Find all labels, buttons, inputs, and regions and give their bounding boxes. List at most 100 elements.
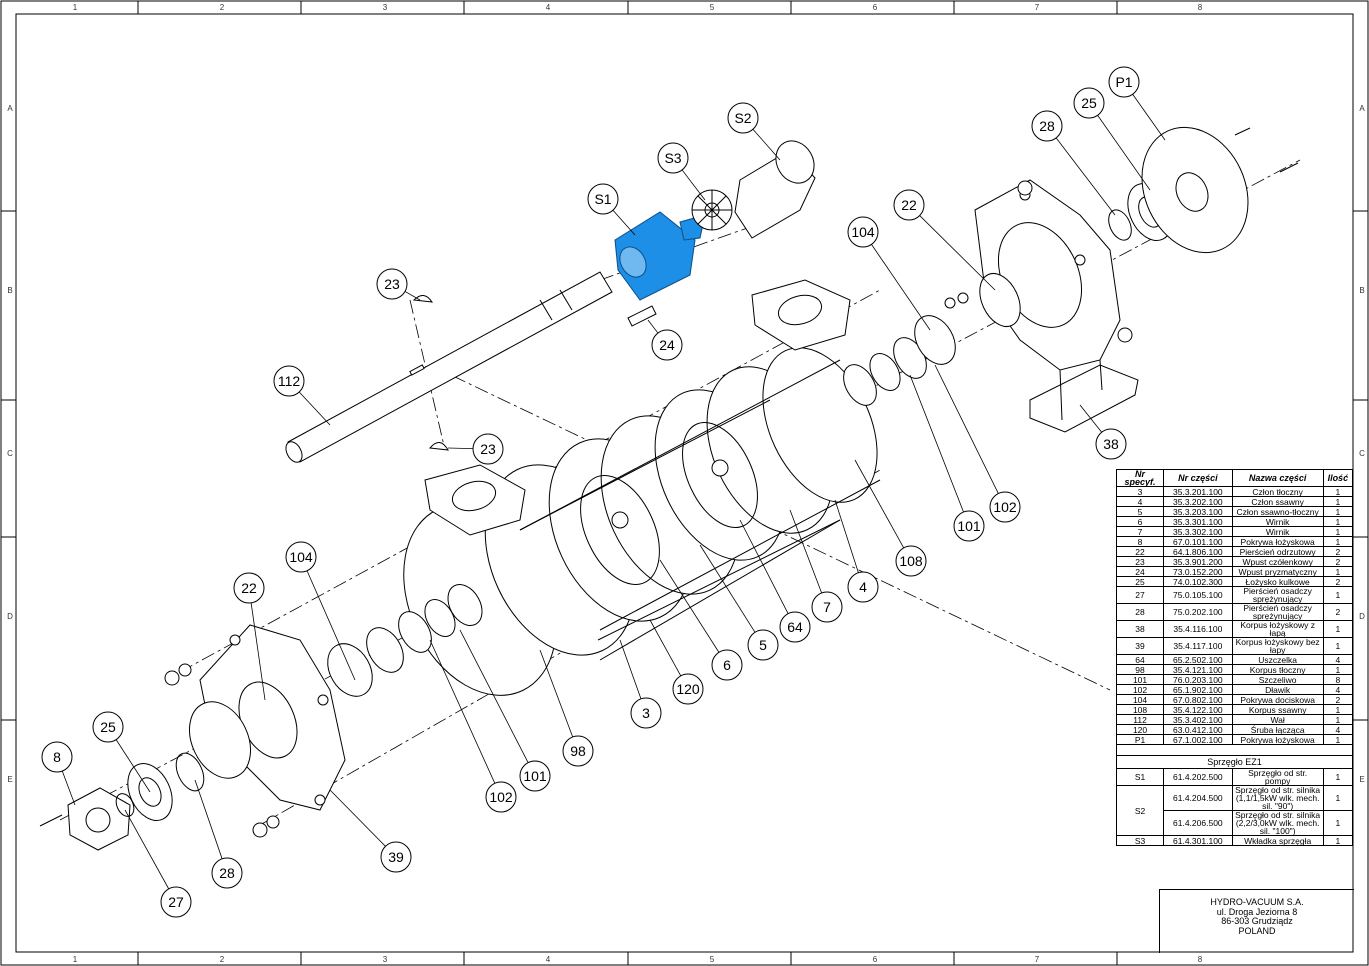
cell-spec-no: 3 bbox=[1115, 486, 1165, 497]
cell-spec-no: 24 bbox=[1115, 566, 1165, 577]
cell-spec-no: 64 bbox=[1115, 654, 1165, 665]
cell-part-no: 35.3.301.100 bbox=[1163, 516, 1233, 527]
cell-part-no: 65.2.502.100 bbox=[1163, 654, 1233, 665]
balloon-leader bbox=[649, 619, 682, 677]
balloon-label: 64 bbox=[787, 619, 803, 635]
balloon-circle bbox=[41, 741, 73, 773]
header-spec-no: Nr specyf. bbox=[1115, 469, 1165, 487]
bearing-cover-p1 bbox=[1141, 126, 1249, 254]
balloon-leader bbox=[194, 779, 223, 859]
balloon-leader bbox=[909, 374, 964, 513]
balloon-leader bbox=[61, 770, 76, 806]
key-23-upper bbox=[412, 295, 434, 303]
balloon-label: 7 bbox=[823, 599, 831, 615]
cell-quantity: 1 bbox=[1322, 785, 1354, 811]
company-name: HYDRO-VACUUM S.A. bbox=[1210, 897, 1304, 907]
balloon-22: 22 bbox=[233, 572, 265, 604]
balloon-64: 64 bbox=[779, 611, 811, 643]
balloon-circle bbox=[1108, 66, 1140, 98]
cell-quantity: 2 bbox=[1322, 556, 1354, 567]
cell-part-no: 35.4.117.100 bbox=[1163, 637, 1233, 655]
balloon-circle bbox=[989, 491, 1021, 523]
cell-spec-no: S1 bbox=[1115, 768, 1165, 786]
seal-packing-left bbox=[327, 584, 483, 697]
cell-part-no: 73.0.152.200 bbox=[1163, 566, 1233, 577]
balloon-S1: S1 bbox=[587, 183, 619, 215]
cell-quantity: 1 bbox=[1322, 536, 1354, 547]
cell-spec-no: P1 bbox=[1115, 734, 1165, 745]
zone-label-row: E bbox=[7, 775, 12, 784]
balloon-circle bbox=[651, 329, 683, 361]
cell-quantity: 1 bbox=[1322, 714, 1354, 725]
cell-part-no: 67.0.802.100 bbox=[1163, 694, 1233, 705]
zone-label-column: 5 bbox=[710, 3, 715, 12]
cell-quantity: 1 bbox=[1322, 734, 1354, 745]
tie-rods-120 bbox=[519, 399, 841, 641]
cell-quantity: 1 bbox=[1322, 835, 1354, 846]
balloon-leader bbox=[429, 639, 496, 784]
parts-list-spacer bbox=[1116, 744, 1353, 756]
cell-part-name: Człon ssawno-tłoczny bbox=[1231, 506, 1324, 517]
zone-label-row: B bbox=[1359, 286, 1364, 295]
cell-spec-no: 28 bbox=[1115, 603, 1165, 621]
balloon-leader bbox=[739, 519, 789, 614]
coupling-insert-s3 bbox=[691, 189, 733, 231]
cell-spec-no: S3 bbox=[1115, 835, 1165, 846]
balloon-circle bbox=[376, 268, 408, 300]
cell-quantity: 1 bbox=[1322, 486, 1354, 497]
cell-quantity: 1 bbox=[1322, 566, 1354, 577]
balloon-104: 104 bbox=[847, 216, 879, 248]
cell-quantity: 1 bbox=[1322, 664, 1354, 675]
cell-quantity: 1 bbox=[1322, 496, 1354, 507]
balloon-label: 25 bbox=[1081, 95, 1097, 111]
cell-part-name: Wirnik bbox=[1231, 516, 1324, 527]
zone-label-column: 4 bbox=[546, 955, 551, 964]
balloon-circle bbox=[847, 216, 879, 248]
cell-part-no: 67.0.101.100 bbox=[1163, 536, 1233, 547]
balloon-23: 23 bbox=[376, 268, 408, 300]
balloon-leader bbox=[752, 128, 781, 161]
cell-quantity: 4 bbox=[1322, 654, 1354, 665]
cell-part-name: Sprzęgło od str. pompy bbox=[1231, 768, 1324, 786]
circlip-28-right bbox=[1108, 209, 1132, 241]
balloon-8: 8 bbox=[41, 741, 73, 773]
balloon-label: 28 bbox=[1039, 118, 1055, 134]
cell-part-no: 61.4.202.500 bbox=[1163, 768, 1233, 786]
balloon-28: 28 bbox=[211, 857, 243, 889]
coupling-s2 bbox=[734, 140, 816, 239]
cell-part-name: Wirnik bbox=[1231, 526, 1324, 537]
balloon-circle bbox=[779, 611, 811, 643]
cell-spec-no: 7 bbox=[1115, 526, 1165, 537]
zone-label-column: 2 bbox=[220, 3, 225, 12]
balloon-leaders bbox=[61, 94, 1166, 890]
cell-part-no: 35.4.116.100 bbox=[1163, 620, 1233, 638]
balloon-label: 22 bbox=[241, 580, 257, 596]
shaft-112 bbox=[285, 271, 613, 463]
cell-part-name: Korpus ssawny bbox=[1231, 704, 1324, 715]
balloon-leader bbox=[619, 639, 642, 700]
balloon-25: 25 bbox=[92, 711, 124, 743]
balloon-leader bbox=[447, 447, 474, 450]
balloon-circle bbox=[92, 711, 124, 743]
balloon-102: 102 bbox=[989, 491, 1021, 523]
company-street: ul. Droga Jeziorna 8 bbox=[1216, 906, 1298, 917]
screws bbox=[39, 127, 1299, 827]
cell-part-name: Sprzęgło od str. silnika (1,1/1,5kW wlk.… bbox=[1231, 785, 1324, 811]
balloon-leader bbox=[250, 602, 266, 701]
zone-label-column: 8 bbox=[1198, 3, 1203, 12]
balloon-circle bbox=[233, 572, 265, 604]
bearing-housing-39 bbox=[189, 624, 346, 811]
circlip-27 bbox=[115, 793, 135, 817]
balloon-label: 28 bbox=[219, 865, 235, 881]
balloon-circle bbox=[847, 571, 879, 603]
zone-label-column: 6 bbox=[873, 3, 878, 12]
zone-label-column: 8 bbox=[1198, 955, 1203, 964]
